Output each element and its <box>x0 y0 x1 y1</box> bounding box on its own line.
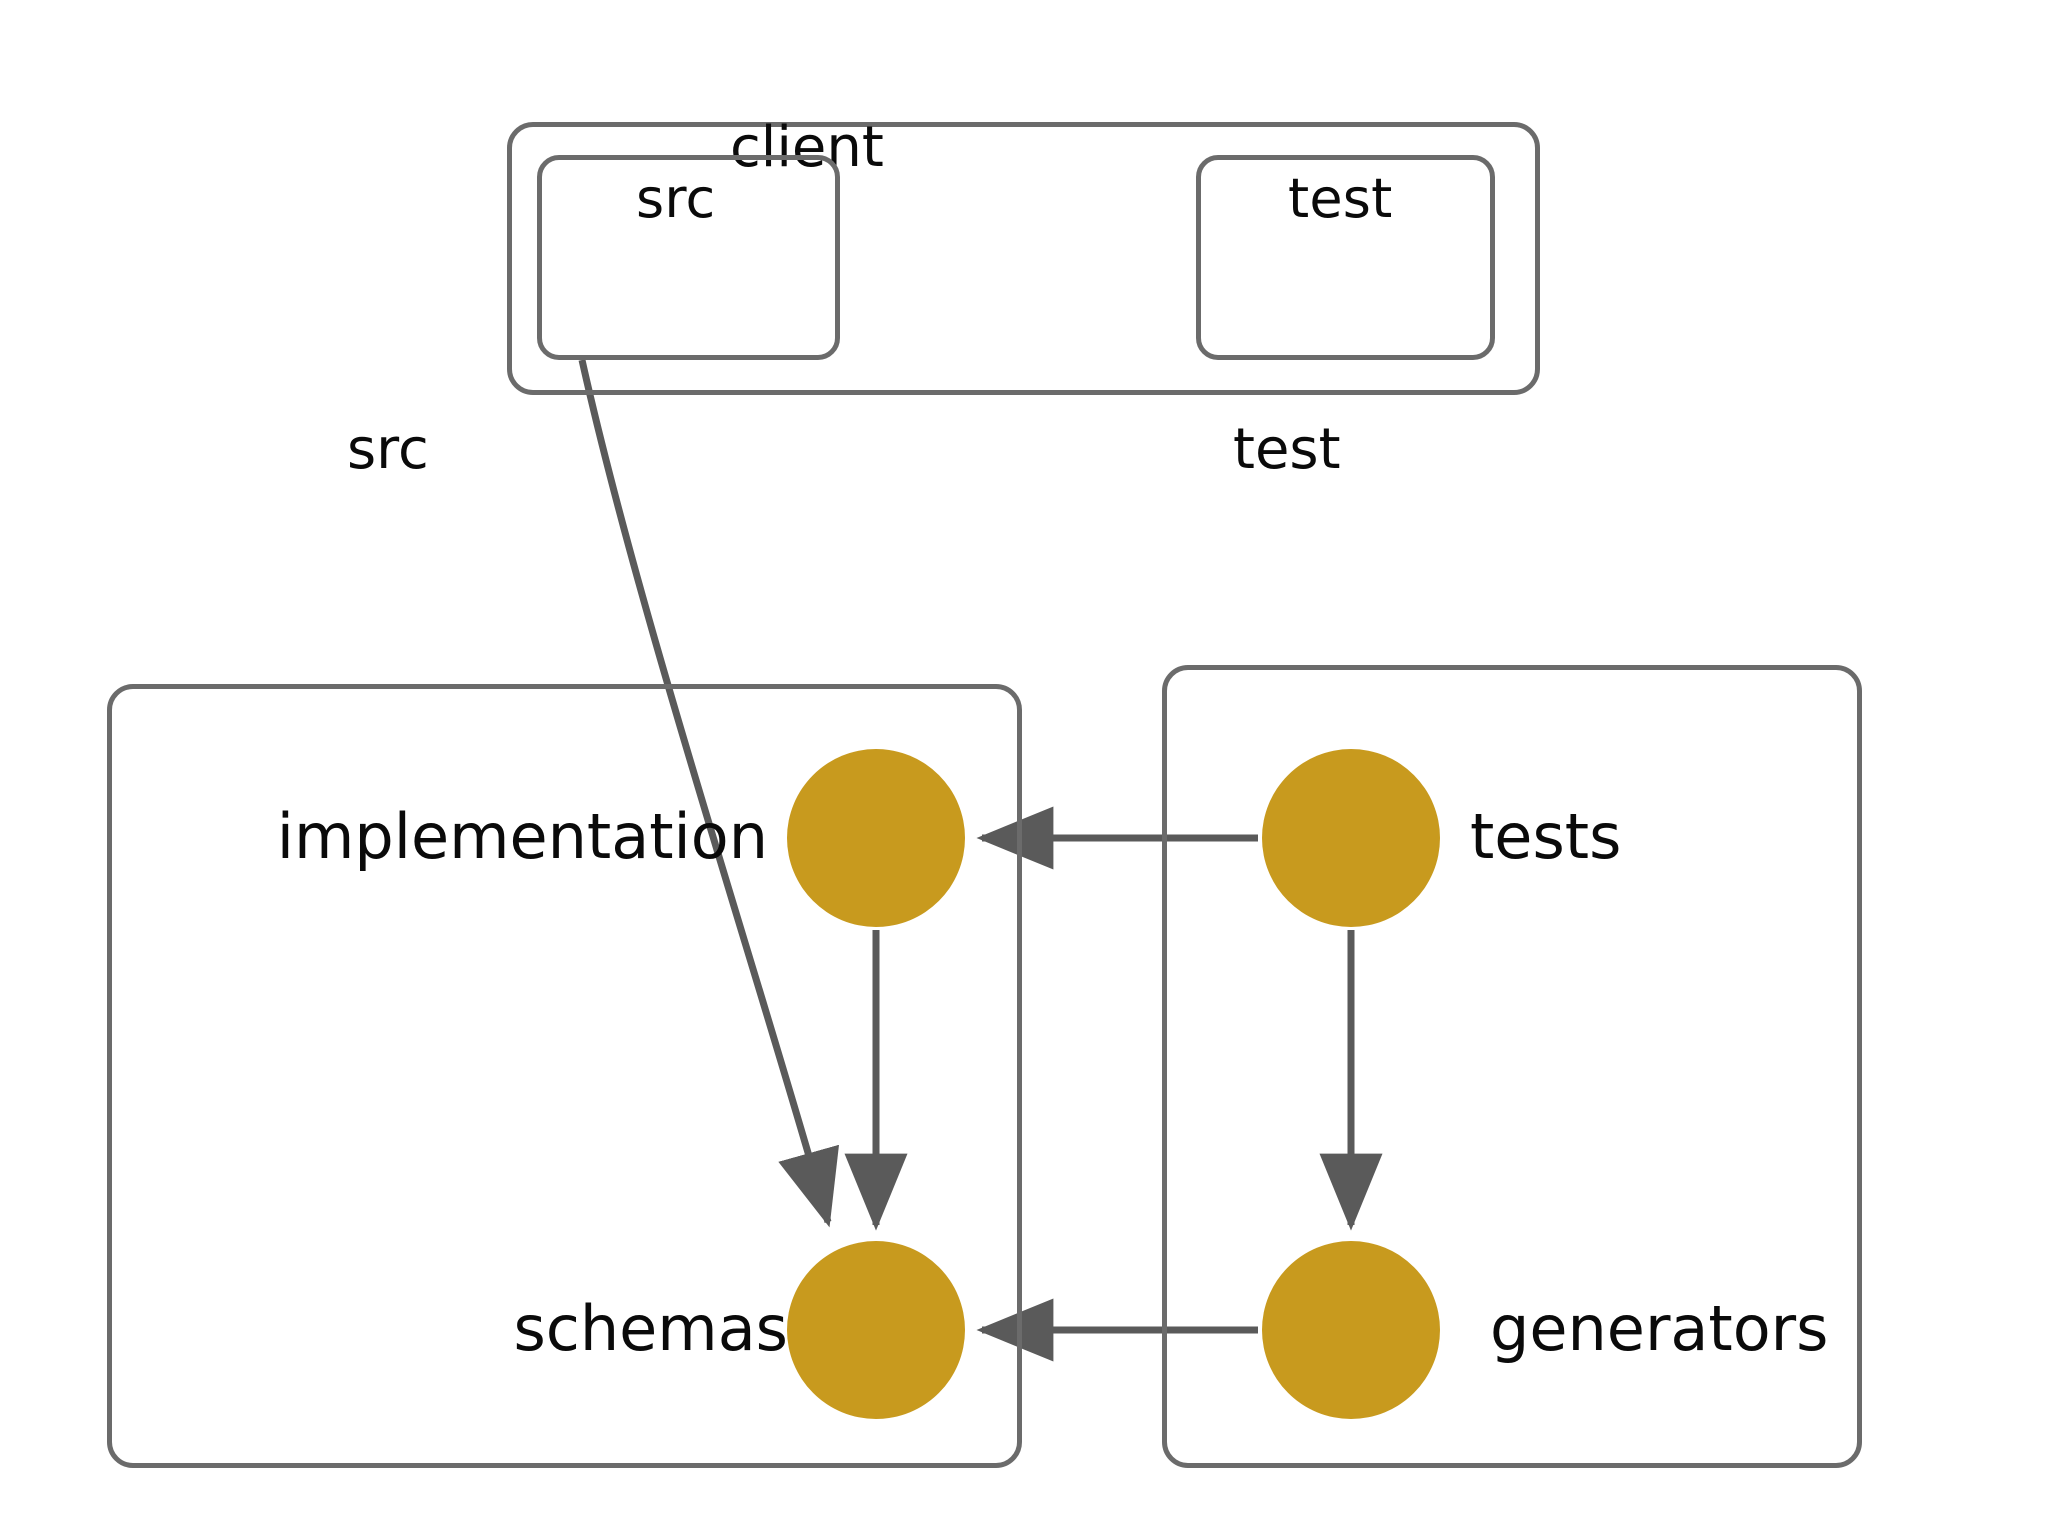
node-schemas-label: schemas <box>513 1292 788 1365</box>
client-src-box[interactable] <box>537 155 840 360</box>
node-implementation[interactable] <box>787 749 965 927</box>
test-group-container <box>1162 665 1862 1468</box>
client-group-container <box>507 122 1540 395</box>
client-test-box[interactable] <box>1196 155 1495 360</box>
node-tests[interactable] <box>1262 749 1440 927</box>
node-generators[interactable] <box>1262 1241 1440 1419</box>
node-schemas[interactable] <box>787 1241 965 1419</box>
src-group-title: src <box>347 417 429 482</box>
test-group-title: test <box>1233 417 1341 482</box>
node-tests-label: tests <box>1470 800 1622 873</box>
src-group-container <box>107 684 1022 1468</box>
client-src-box-label: src <box>636 167 716 230</box>
node-implementation-label: implementation <box>276 800 768 873</box>
client-group-title: client <box>730 115 884 180</box>
node-generators-label: generators <box>1490 1292 1829 1365</box>
client-test-box-label: test <box>1288 167 1393 230</box>
